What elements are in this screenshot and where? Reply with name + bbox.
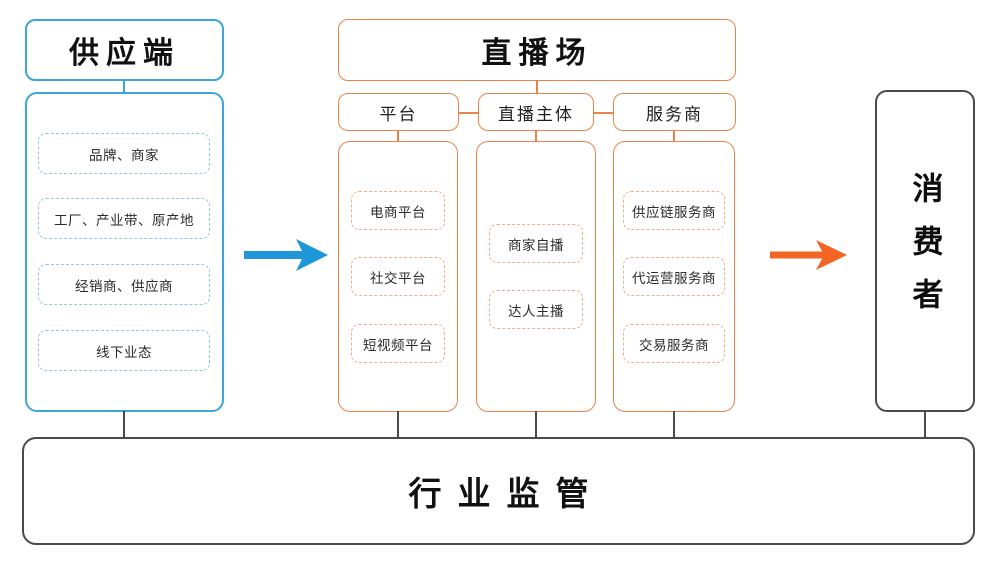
live-column-2-item-2-label: 交易服务商 (639, 337, 709, 353)
live-column-1-item-0[interactable]: 商家自播 (489, 224, 583, 263)
live-header-label: 直播场 (481, 37, 593, 70)
live-column-1-header[interactable]: 直播主体 (478, 93, 594, 131)
supply-header-label: 供应端 (69, 37, 180, 70)
connector-column-2-to-regulation (673, 411, 675, 438)
live-column-0-item-0[interactable]: 电商平台 (351, 191, 445, 230)
connector-platform-to-subject (459, 112, 479, 114)
live-column-2-header-label: 服务商 (646, 104, 703, 124)
connector-column-1-to-regulation (535, 411, 537, 438)
supply-item-3[interactable]: 线下业态 (38, 330, 210, 371)
live-column-1-body[interactable] (476, 141, 596, 412)
regulation-label: 行业监管 (408, 475, 605, 512)
arrow-live-to-consumer (770, 240, 847, 270)
connector-column-0-header-to-body (397, 130, 399, 142)
live-column-1-item-1[interactable]: 达人主播 (489, 290, 583, 329)
consumer-label: 消费者 (907, 171, 943, 331)
live-column-0-header[interactable]: 平台 (338, 93, 459, 131)
live-column-1-item-1-label: 达人主播 (508, 303, 564, 319)
supply-item-1-label: 工厂、产业带、原产地 (54, 212, 194, 228)
live-column-2-item-2[interactable]: 交易服务商 (623, 324, 725, 363)
supply-item-2-label: 经销商、供应商 (75, 278, 173, 294)
live-column-0-item-0-label: 电商平台 (370, 204, 426, 220)
live-column-2-item-0[interactable]: 供应链服务商 (623, 191, 725, 230)
supply-item-2[interactable]: 经销商、供应商 (38, 264, 210, 305)
live-column-2-item-1-label: 代运营服务商 (632, 270, 716, 286)
supply-item-1[interactable]: 工厂、产业带、原产地 (38, 198, 210, 239)
connector-supply-header-to-body (123, 80, 125, 93)
supply-item-0[interactable]: 品牌、商家 (38, 133, 210, 174)
live-column-2-item-1[interactable]: 代运营服务商 (623, 257, 725, 296)
connector-column-1-header-to-body (535, 130, 537, 142)
regulation-box[interactable]: 行业监管 (22, 437, 975, 545)
live-column-0-header-label: 平台 (379, 104, 418, 124)
live-column-2-header[interactable]: 服务商 (613, 93, 736, 131)
connector-supply-to-regulation (123, 411, 125, 438)
connector-column-2-header-to-body (673, 130, 675, 142)
connector-live-header-to-subject (536, 80, 538, 93)
arrow-supply-to-live (244, 239, 328, 271)
live-column-0-item-1[interactable]: 社交平台 (351, 257, 445, 296)
consumer-box[interactable]: 消费者 (875, 90, 975, 412)
live-column-1-item-0-label: 商家自播 (508, 237, 564, 253)
live-column-1-header-label: 直播主体 (498, 104, 574, 124)
connector-subject-to-service (594, 112, 614, 114)
live-column-0-item-1-label: 社交平台 (370, 270, 426, 286)
live-column-2-item-0-label: 供应链服务商 (632, 204, 716, 220)
connector-column-0-to-regulation (397, 411, 399, 438)
live-header-box[interactable]: 直播场 (338, 19, 736, 81)
live-column-0-item-2[interactable]: 短视频平台 (351, 324, 445, 363)
live-column-0-item-2-label: 短视频平台 (363, 337, 433, 353)
connector-consumer-to-regulation (924, 411, 926, 438)
supply-item-3-label: 线下业态 (96, 344, 152, 360)
supply-item-0-label: 品牌、商家 (89, 147, 159, 163)
supply-header-box[interactable]: 供应端 (25, 19, 224, 81)
